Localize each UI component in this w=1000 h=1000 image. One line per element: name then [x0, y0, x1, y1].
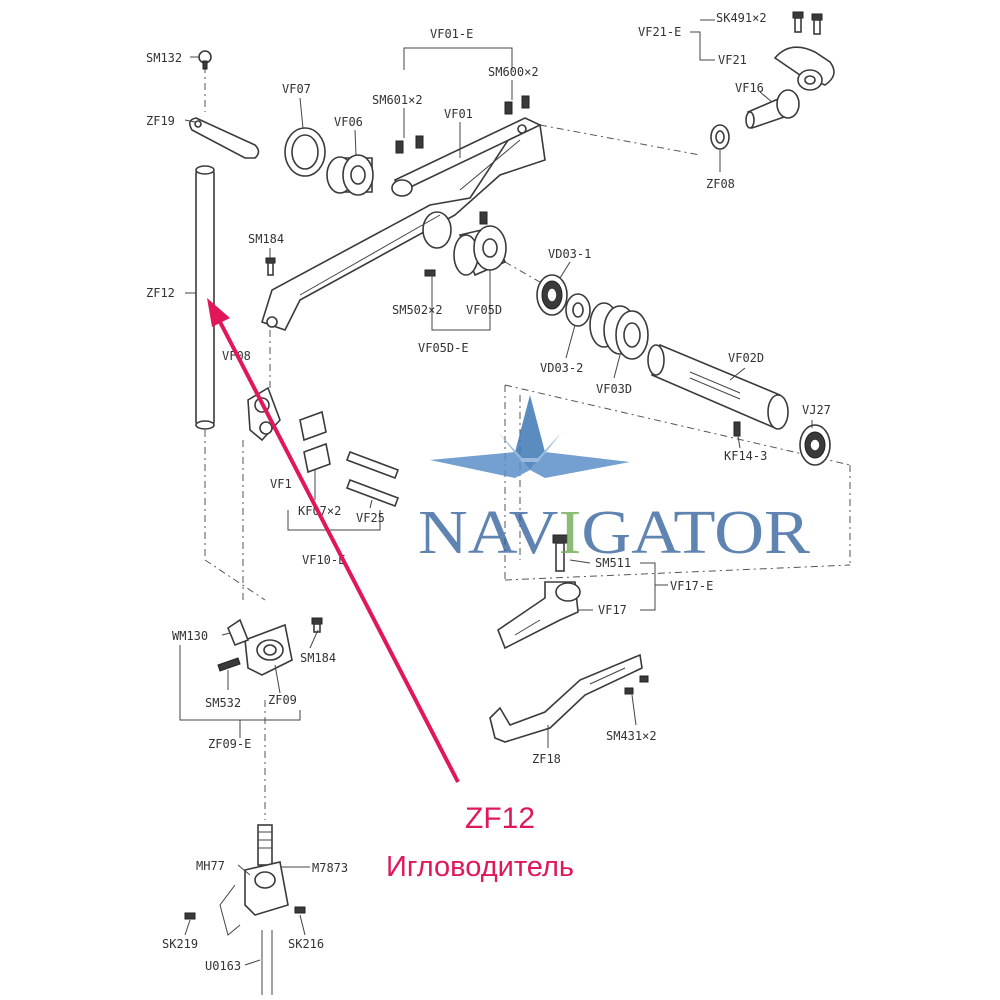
set-screws-sm502: [424, 269, 436, 277]
label-vf17-e: VF17-E: [670, 579, 713, 593]
label-vd03-2: VD03-2: [540, 361, 583, 375]
label-vf21: VF21: [718, 53, 747, 67]
screw-sm532: [217, 657, 241, 672]
label-vj27: VJ27: [802, 403, 831, 417]
callout-part-code: ZF12: [465, 802, 535, 835]
compass-star-icon: [515, 395, 545, 470]
eccentric-vf03d: [589, 302, 649, 360]
label-sm532: SM532: [205, 696, 241, 710]
label-sm601: SM601×2: [372, 93, 423, 107]
label-vf07: VF07: [282, 82, 311, 96]
shaft-vf02d: [647, 343, 789, 430]
label-vf05d-e: VF05D-E: [418, 341, 469, 355]
compass-star-icon-left: [430, 452, 530, 478]
label-sm502: SM502×2: [392, 303, 443, 317]
screws-sm431: [624, 675, 649, 695]
thread-guide-mh77: [219, 884, 241, 936]
leader-lines: [179, 19, 813, 966]
washer-zf08: [710, 124, 730, 150]
label-mh77: MH77: [196, 859, 225, 873]
label-vf21-e: VF21-E: [638, 25, 681, 39]
label-sm600: SM600×2: [488, 65, 539, 79]
label-sm184-top: SM184: [248, 232, 284, 246]
bearing-vd03-1: [536, 274, 568, 316]
label-sk491: SK491×2: [716, 11, 767, 25]
compass-star-icon-diag: [498, 432, 562, 462]
screws-sk491: [792, 11, 823, 35]
label-vf03d: VF03D: [596, 382, 632, 396]
screws-sk: [184, 906, 306, 920]
clamp-vf21: [773, 46, 835, 91]
label-sk219: SK219: [162, 937, 198, 951]
label-m7873: M7873: [312, 861, 348, 875]
compass-star-icon-right: [530, 452, 630, 478]
screw-sm132: [198, 50, 212, 70]
label-vf02d: VF02D: [728, 351, 764, 365]
label-vf01-e: VF01-E: [430, 27, 473, 41]
label-zf09-e: ZF09-E: [208, 737, 251, 751]
set-screws-sm600: [504, 95, 530, 115]
assembly-guide-lines: [204, 66, 851, 820]
label-vf1x: VF1: [270, 477, 292, 491]
label-vf17: VF17: [598, 603, 627, 617]
label-sm511: SM511: [595, 556, 631, 570]
label-vf05d: VF05D: [466, 303, 502, 317]
label-u0163: U0163: [205, 959, 241, 973]
label-sm184-bottom: SM184: [300, 651, 336, 665]
needle-clamp-m7873: [244, 824, 289, 916]
label-vd03-1: VD03-1: [548, 247, 591, 261]
pins-kf07: [299, 410, 331, 474]
ring-vf07: [284, 127, 326, 177]
label-kf14-3: KF14-3: [724, 449, 767, 463]
label-wm130: WM130: [172, 629, 208, 643]
label-zf19: ZF19: [146, 114, 175, 128]
springs-vf25: [345, 450, 400, 508]
label-zf09: ZF09: [268, 693, 297, 707]
bracket-zf18: [489, 653, 643, 743]
label-zf12: ZF12: [146, 286, 175, 300]
clamp-zf09: [244, 623, 293, 676]
callout-arrow: [207, 298, 460, 783]
collar-vf05d: [453, 211, 507, 277]
washer-vd03-2: [565, 293, 591, 327]
label-vf25: VF25: [356, 511, 385, 525]
label-sm132: SM132: [146, 51, 182, 65]
screw-sm511: [552, 534, 568, 572]
link-vf08: [247, 386, 281, 442]
screw-sm184-top: [265, 257, 276, 276]
part-labels: SM132 ZF19 ZF12 SM184 VF07 VF06 SM601×2 …: [146, 11, 831, 973]
pin-vf16: [745, 89, 800, 130]
label-vf01: VF01: [444, 107, 473, 121]
lever-vf17: [497, 581, 581, 650]
bearing-vj27: [799, 424, 831, 466]
set-screws-sm601: [395, 135, 424, 154]
crank-arm-vf01: [261, 117, 546, 331]
callout-part-description: Игловодитель: [386, 851, 574, 883]
needle-bar-zf12: [195, 165, 215, 430]
label-zf08: ZF08: [706, 177, 735, 191]
label-vf06-top: VF06: [334, 115, 363, 129]
label-sk216: SK216: [288, 937, 324, 951]
label-sm431: SM431×2: [606, 729, 657, 743]
plate-zf19: [188, 117, 260, 159]
collar-vf06: [326, 154, 374, 196]
needles-u0163: [261, 930, 273, 995]
guide-wm130: [227, 618, 250, 647]
screw-sm184-bottom: [311, 617, 323, 633]
label-vf16: VF16: [735, 81, 764, 95]
label-vf10-e: VF10-E: [302, 553, 345, 567]
label-zf18: ZF18: [532, 752, 561, 766]
key-kf14-3: [733, 421, 741, 437]
